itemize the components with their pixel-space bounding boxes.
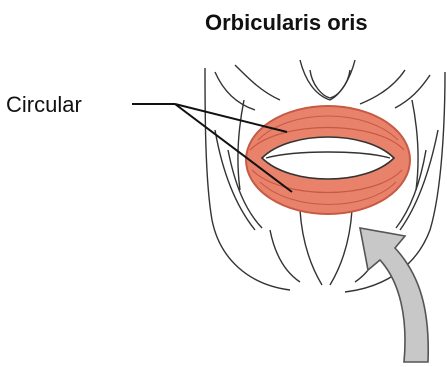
curved-arrow xyxy=(360,228,428,362)
